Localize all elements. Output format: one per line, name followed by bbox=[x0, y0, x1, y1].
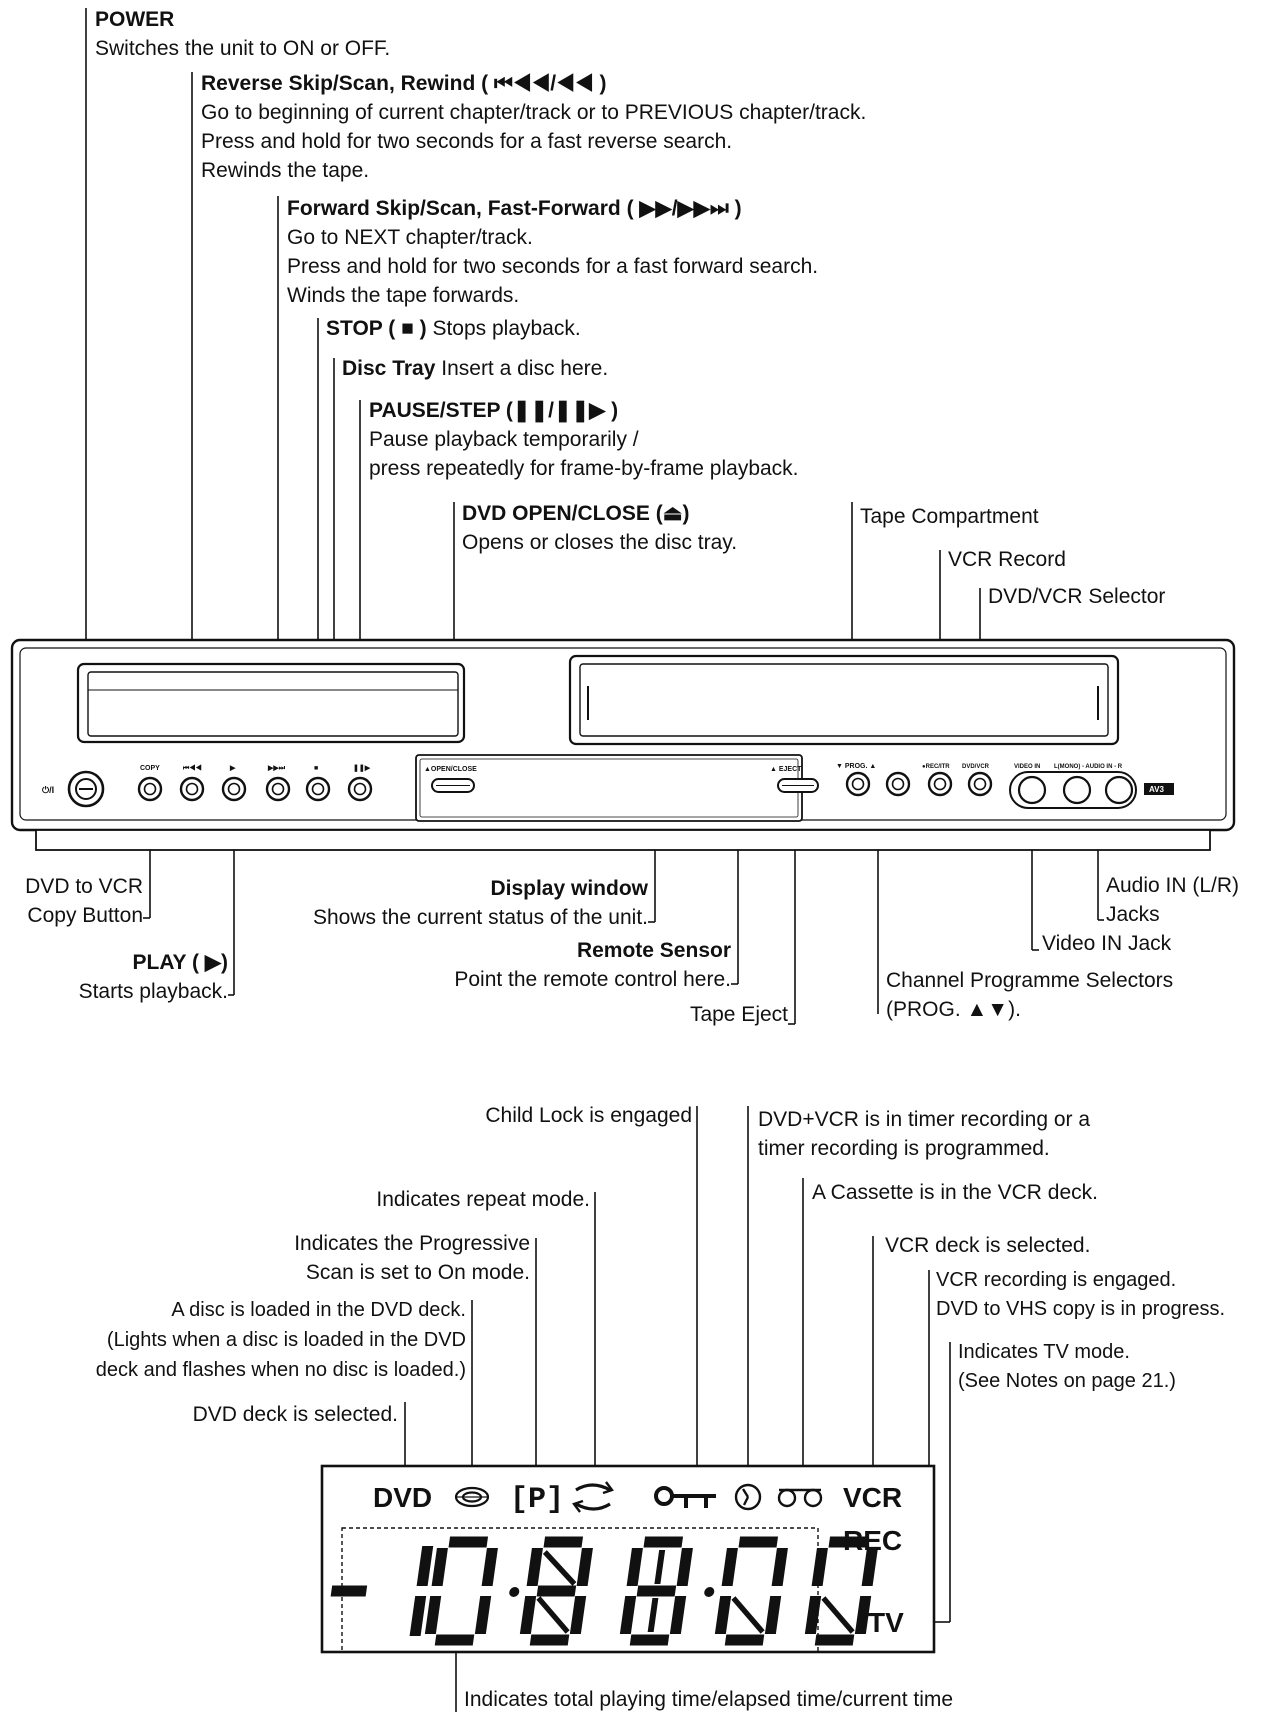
prog-down-button[interactable] bbox=[845, 771, 871, 797]
disc-tray-label: Disc Tray Insert a disc here. bbox=[342, 357, 609, 380]
digit-3 bbox=[519, 1536, 593, 1646]
clock-icon bbox=[734, 1483, 762, 1511]
video-in-mark: VIDEO IN bbox=[1014, 764, 1040, 770]
stop-label: STOP ( ■ ) Stops playback. bbox=[326, 317, 581, 340]
ff-mark: ▶▶⏭ bbox=[267, 765, 286, 772]
reverse-skip-button[interactable] bbox=[179, 776, 205, 802]
reverse-skip-label: Reverse Skip/Scan, Rewind ( ⏮◀◀/◀◀ ) Go … bbox=[201, 72, 867, 182]
channel-selectors-label: Channel Programme Selectors (PROG. ▲▼). bbox=[886, 969, 1174, 1021]
dvd-indicator: DVD bbox=[373, 1482, 432, 1513]
play-button[interactable] bbox=[221, 776, 247, 802]
repeat-icon bbox=[572, 1481, 614, 1513]
dvd-vcr-selector-label: DVD/VCR Selector bbox=[988, 585, 1166, 608]
stop-button[interactable] bbox=[305, 776, 331, 802]
digit-4 bbox=[619, 1536, 693, 1646]
tv-mode-label: Indicates TV mode. (See Notes on page 21… bbox=[958, 1341, 1176, 1392]
prog-mark: ▼ PROG. ▲ bbox=[836, 763, 876, 770]
timer-label: DVD+VCR is in timer recording or a timer… bbox=[758, 1108, 1091, 1160]
cassette-icon bbox=[777, 1488, 823, 1508]
av3-badge bbox=[1144, 783, 1174, 795]
forward-skip-button[interactable] bbox=[265, 776, 291, 802]
digit-1 bbox=[409, 1546, 434, 1636]
time-digits bbox=[330, 1536, 878, 1646]
digit-6 bbox=[804, 1536, 878, 1646]
tape-compartment[interactable] bbox=[568, 654, 1120, 746]
disc-tray[interactable] bbox=[76, 662, 466, 744]
pause-step-button[interactable] bbox=[347, 776, 373, 802]
progressive-indicator: [P] bbox=[510, 1483, 564, 1517]
eject-mark: ▲ EJECT bbox=[770, 766, 802, 773]
audio-in-left-jack[interactable] bbox=[1062, 775, 1092, 805]
tv-indicator: TV bbox=[868, 1607, 904, 1638]
pause-step-label: PAUSE/STEP (❚❚/❚❚▶ ) Pause playback temp… bbox=[369, 399, 799, 480]
open-close-label: DVD OPEN/CLOSE (⏏) Opens or closes the d… bbox=[462, 502, 738, 554]
dvdvcr-mark: DVD/VCR bbox=[962, 764, 990, 770]
vcr-recording-label: VCR recording is engaged. DVD to VHS cop… bbox=[936, 1269, 1225, 1320]
disc-loaded-label: A disc is loaded in the DVD deck. (Light… bbox=[95, 1299, 466, 1381]
vcr-record-button[interactable] bbox=[927, 771, 953, 797]
video-in-jack[interactable] bbox=[1017, 775, 1047, 805]
prog-up-button[interactable] bbox=[885, 771, 911, 797]
audio-in-mark: L(MONO) - AUDIO IN - R bbox=[1054, 764, 1123, 770]
display-window-label: Display window Shows the current status … bbox=[312, 877, 648, 929]
remote-sensor-label: Remote Sensor Point the remote control h… bbox=[454, 939, 731, 991]
copy-button[interactable] bbox=[137, 776, 163, 802]
lock-key-icon bbox=[654, 1486, 716, 1508]
power-mark: ⏻/I bbox=[42, 785, 54, 795]
pause-mark: ❚❚▶ bbox=[353, 764, 371, 772]
open-close-mark: ▲OPEN/CLOSE bbox=[424, 766, 477, 773]
digit-2 bbox=[424, 1536, 498, 1646]
forward-skip-label: Forward Skip/Scan, Fast-Forward ( ▶▶/▶▶⏭… bbox=[287, 197, 819, 307]
child-lock-label: Child Lock is engaged bbox=[485, 1104, 692, 1127]
av3-mark: AV3 bbox=[1149, 785, 1165, 794]
vcr-record-label: VCR Record bbox=[948, 548, 1066, 571]
digit-5 bbox=[714, 1536, 788, 1646]
audio-in-right-jack[interactable] bbox=[1104, 775, 1134, 805]
repeat-mode-label: Indicates repeat mode. bbox=[376, 1188, 590, 1211]
cassette-label: A Cassette is in the VCR deck. bbox=[812, 1181, 1098, 1204]
stop-mark: ■ bbox=[314, 765, 318, 772]
time-indicator-label: Indicates total playing time/elapsed tim… bbox=[464, 1688, 954, 1711]
copy-button-label: DVD to VCR Copy Button bbox=[25, 875, 143, 927]
play-label: PLAY ( ▶) Starts playback. bbox=[78, 951, 228, 1003]
dvd-selected-label: DVD deck is selected. bbox=[192, 1403, 398, 1426]
vcr-indicator: VCR bbox=[843, 1482, 902, 1513]
vcr-selected-label: VCR deck is selected. bbox=[885, 1234, 1091, 1257]
power-button[interactable] bbox=[67, 770, 105, 808]
video-in-label: Video IN Jack bbox=[1042, 932, 1172, 955]
disc-icon bbox=[454, 1486, 490, 1508]
progressive-label: Indicates the Progressive Scan is set to… bbox=[294, 1232, 530, 1284]
dvd-vcr-selector-button[interactable] bbox=[967, 771, 993, 797]
rec-mark: ●REC/ITR bbox=[922, 764, 950, 770]
copy-mark: COPY bbox=[140, 765, 160, 772]
tape-compartment-label: Tape Compartment bbox=[860, 505, 1039, 528]
power-label: POWER Switches the unit to ON or OFF. bbox=[95, 8, 391, 60]
tape-eject-label: Tape Eject bbox=[689, 1003, 788, 1026]
play-mark: ▶ bbox=[229, 765, 236, 772]
audio-in-label: Audio IN (L/R) Jacks bbox=[1106, 874, 1240, 926]
rew-mark: ⏮◀◀ bbox=[183, 764, 202, 772]
